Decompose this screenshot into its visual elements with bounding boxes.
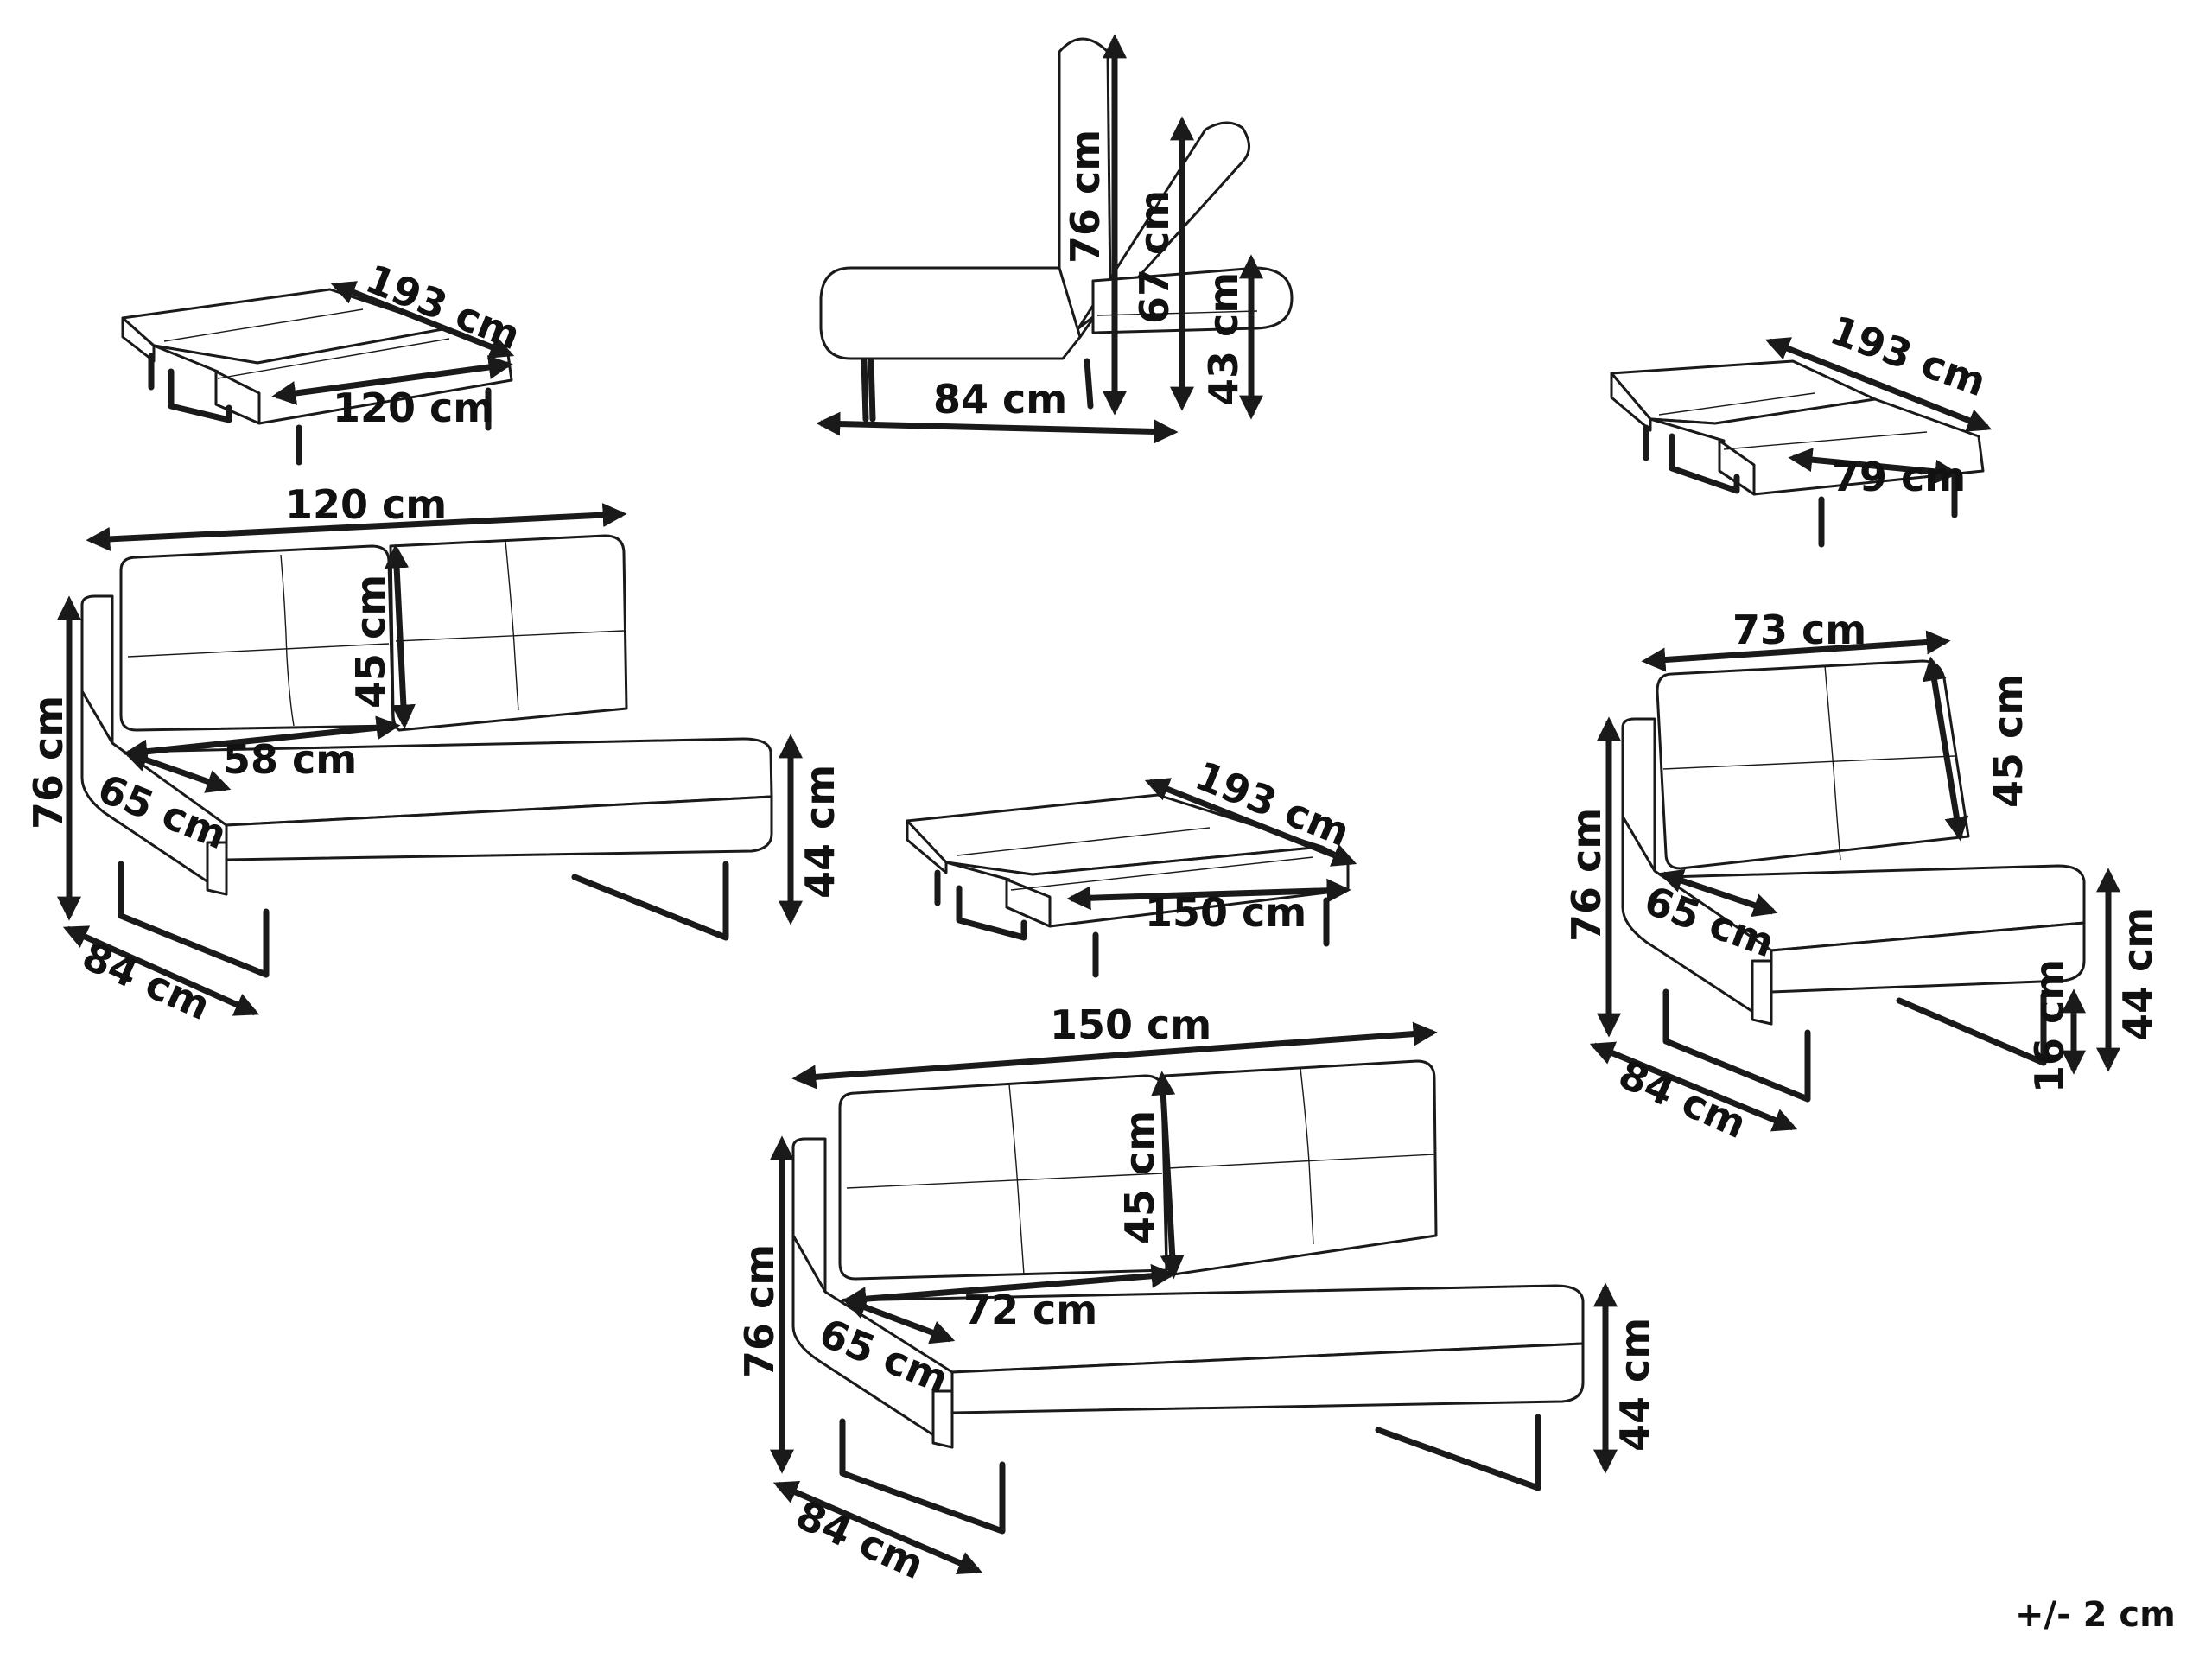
sofa120-illustration [80,534,773,978]
chair-back-label: 45 cm [1985,674,2031,808]
side-flat-label: 43 cm [1200,272,1247,406]
side-depth-line [816,411,1179,444]
chair-seat-depth-line [1658,868,1778,918]
sofa120-width-line [86,503,627,551]
sofa120-depth-line [62,925,260,1016]
sofa150-depth-line [772,1481,983,1574]
sofa150-back-line [1151,1071,1185,1280]
chair-seat-height-label: 44 cm [2114,907,2161,1041]
chair-height-label: 76 cm [1563,808,1610,942]
sofa120-seat-height-label: 44 cm [797,765,843,899]
sofa150-depth-label: 84 cm [790,1491,931,1588]
sofa120-back-line [385,543,416,729]
sofa150-seat-height-label: 44 cm [1611,1318,1658,1452]
chair-leg-height-label: 16 cm [2026,959,2073,1093]
sofa150-seat-depth-line [842,1295,956,1344]
chair-bed-width-label: 79 cm [1832,454,1966,500]
sofa120-height-label: 76 cm [25,696,72,830]
sofa150-height-label: 76 cm [736,1244,783,1378]
sofa120-bed-length-line [330,281,515,359]
side-back-upright-label: 76 cm [1062,130,1109,264]
sofa150-bed-length-line [1144,778,1357,867]
sofa150-seat-width-label: 72 cm [963,1287,1097,1333]
sofa120-width-label: 120 cm [285,481,447,528]
sofa120-bed-width-label: 120 cm [333,385,494,431]
sofa120-bed-width-line [271,355,513,405]
chair-back-line [1922,656,1969,842]
sofa120-back-label: 45 cm [347,575,394,709]
chair-width-label: 73 cm [1732,607,1866,653]
sofa150-back-label: 45 cm [1116,1110,1163,1244]
chair-bed-illustration [1610,359,1985,548]
side-depth-label: 84 cm [933,376,1067,423]
side-back-reclined-label: 67 cm [1131,190,1178,324]
side-profile-dimensions: 76 cm 67 cm 43 cm 84 cm [816,34,1263,444]
chair-bed-length-line [1764,337,1993,432]
sofa120-seat-depth-line [123,748,232,793]
sofa150-bed-width-line [1066,878,1351,911]
sofa150-width-label: 150 cm [1050,1001,1211,1048]
chair-depth-line [1589,1041,1798,1132]
chair-width-line [1641,630,1951,672]
sofa150-bed-width-label: 150 cm [1145,889,1306,936]
sofa150-width-line [791,1021,1438,1090]
chair-bed-width-line [1788,448,1960,484]
sofa120-seat-width-label: 58 cm [223,736,357,783]
tolerance-note: +/- 2 cm [2015,1595,2176,1635]
